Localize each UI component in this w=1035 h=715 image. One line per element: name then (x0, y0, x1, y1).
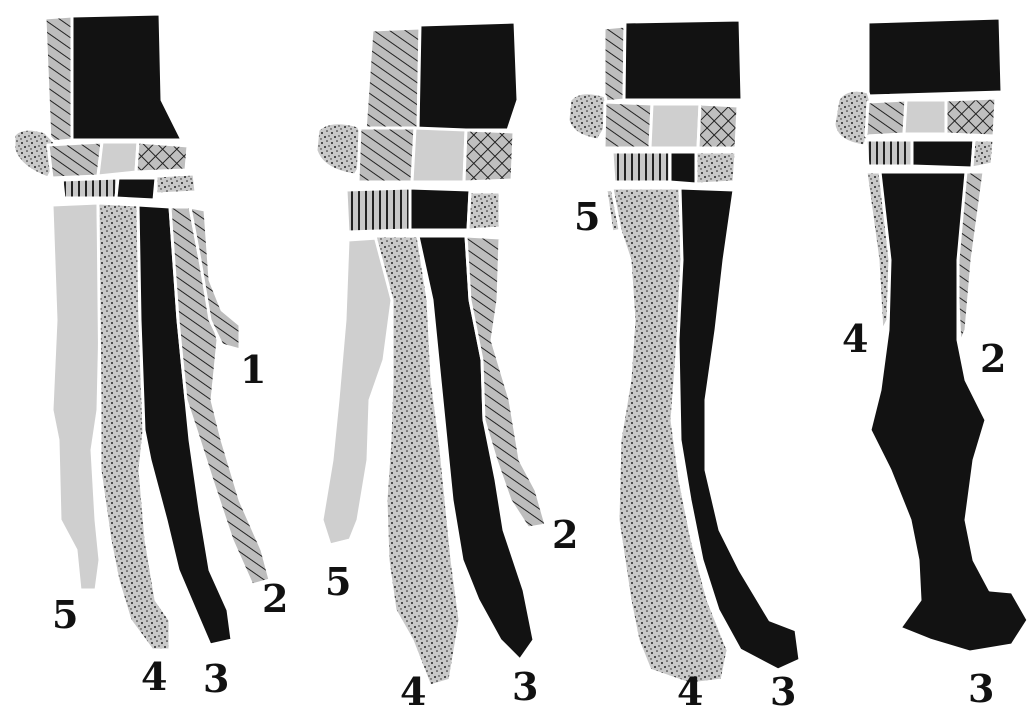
limb-2-forearm (365, 22, 518, 132)
limb-3-label-3: 3 (770, 669, 796, 714)
limb-4-carpal-cross (946, 98, 996, 136)
limb-3-carpal-cross (698, 104, 738, 148)
limb-2-radius (365, 28, 420, 132)
limb-4-forearm (868, 18, 1002, 96)
limb-3-forearm (604, 20, 742, 102)
limb-3-carpal-small (696, 152, 736, 184)
limb-2-carpals (316, 123, 514, 232)
limb-4-label-3: 3 (968, 666, 994, 711)
limb-3-label-5: 5 (574, 194, 600, 239)
limb-3-carpal-vert (612, 152, 670, 182)
limb-2-carpal-dark (410, 188, 470, 230)
limb-2-carpal-vert (346, 188, 410, 232)
limb-2-label-2: 2 (552, 512, 578, 557)
limb-3-carpal-dark (670, 152, 696, 184)
limb-1-forearm (45, 14, 182, 142)
limb-4-carpals (834, 90, 996, 168)
limb-3-label-4: 4 (677, 669, 703, 714)
limb-4-ulna (868, 18, 1002, 96)
limb-4-carpal-light (904, 100, 946, 134)
limb-3-radius (604, 26, 625, 102)
limb-1-label-5: 5 (52, 592, 78, 637)
limb-4-digit-3 (870, 172, 1028, 652)
limb-2-carpal-small (468, 192, 500, 230)
limb-1-digit-5 (52, 203, 100, 590)
limb-1-label-4: 4 (141, 654, 167, 699)
limb-4-carpal-vert (866, 140, 912, 166)
limb-3-ulna (624, 20, 742, 100)
limb-2-digit-5 (322, 238, 392, 545)
limb-2-label-3: 3 (512, 664, 538, 709)
limb-1-carpal-hatched (48, 142, 102, 178)
limb-1-ulna (72, 14, 182, 140)
limb-2-digits (322, 236, 546, 686)
limb-3-digits (606, 188, 800, 684)
limb-2-carpal-hatched (358, 128, 415, 182)
limb-1-digits (52, 203, 270, 650)
limb-1-carpal-vert (62, 178, 118, 198)
limb-1-carpal-dark (116, 178, 156, 200)
limb-3-carpal-hatched (604, 102, 652, 148)
limb-1 (14, 14, 270, 650)
limb-2-carpal-light (412, 128, 466, 182)
limb-2-carpal-cross (464, 130, 514, 182)
limb-1-carpal-cross (136, 142, 188, 172)
limb-4-carpal-dark (912, 140, 974, 168)
limb-3-carpals (568, 93, 738, 184)
limb-2-label-4: 4 (400, 669, 426, 714)
limb-3-carpal-light (650, 104, 700, 148)
limb-4-label-4: 4 (842, 316, 868, 361)
limb-1-carpal-light (98, 142, 138, 176)
limb-2-label-5: 5 (325, 559, 351, 604)
limb-4-carpal-hatched (866, 100, 906, 136)
limb-1-label-3: 3 (203, 656, 229, 701)
limb-4-digits (866, 172, 1028, 652)
limb-3 (568, 20, 800, 684)
limb-4-carpal-small (972, 140, 994, 168)
limb-1-label-1: 1 (240, 347, 266, 392)
limb-1-radius (45, 16, 72, 142)
limb-1-carpal-small (156, 174, 196, 194)
limb-2-ulna (418, 22, 518, 130)
limb-1-label-2: 2 (262, 576, 288, 621)
limb-4-label-2: 2 (980, 336, 1006, 381)
